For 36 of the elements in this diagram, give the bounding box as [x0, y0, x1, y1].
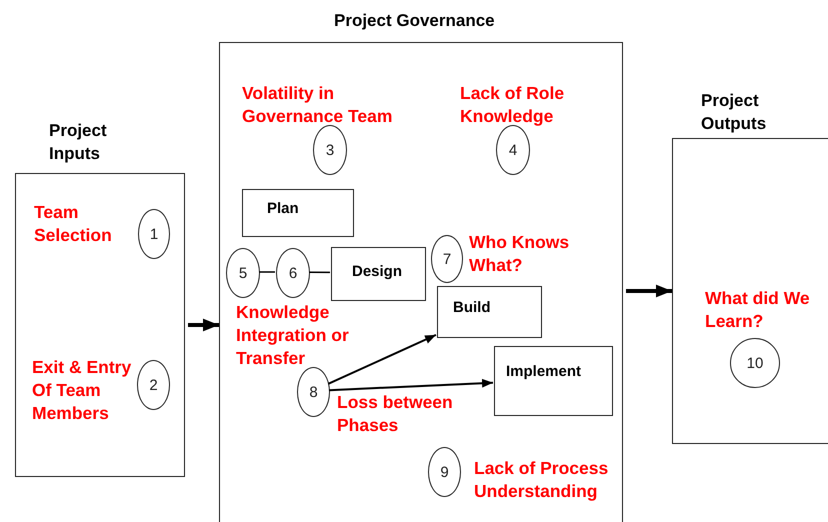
numbered-circle: 2	[137, 360, 170, 410]
numbered-circle: 6	[276, 248, 310, 298]
panel-heading: Project Governance	[334, 10, 496, 32]
phase-box	[242, 189, 354, 237]
panel-heading: Project Outputs	[701, 90, 768, 135]
issue-text: Knowledge Integration or Transfer	[236, 301, 350, 370]
issue-text: Volatility in Governance Team	[242, 82, 394, 128]
issue-text: Lack of Process Understanding	[474, 457, 610, 503]
phase-label: Build	[453, 299, 490, 316]
issue-text: Lack of Role Knowledge	[460, 82, 566, 128]
phase-box	[331, 247, 426, 301]
phase-label: Design	[352, 263, 402, 280]
numbered-circle: 10	[730, 338, 780, 388]
numbered-circle: 1	[138, 209, 170, 259]
phase-box	[437, 286, 542, 338]
issue-text: Who Knows What?	[469, 231, 570, 277]
numbered-circle: 3	[313, 125, 347, 175]
numbered-circle: 4	[496, 125, 530, 175]
issue-text: Loss between Phases	[337, 391, 454, 437]
arrow	[328, 378, 494, 392]
issue-text: Exit & Entry Of Team Members	[32, 356, 132, 425]
phase-label: Implement	[506, 363, 582, 380]
issue-text: What did We Learn?	[705, 287, 811, 333]
arrow	[626, 284, 672, 298]
arrow	[188, 318, 219, 332]
panel-heading: Project Inputs	[49, 120, 108, 165]
numbered-circle: 7	[431, 235, 463, 283]
phase-label: Plan	[267, 200, 299, 217]
phase-box	[494, 346, 613, 416]
issue-text: Team Selection	[34, 201, 113, 247]
connector-line	[309, 271, 330, 274]
arrow	[328, 334, 436, 385]
numbered-circle: 8	[297, 367, 330, 417]
connector-line	[259, 271, 275, 273]
numbered-circle: 9	[428, 447, 461, 497]
numbered-circle: 5	[226, 248, 260, 298]
